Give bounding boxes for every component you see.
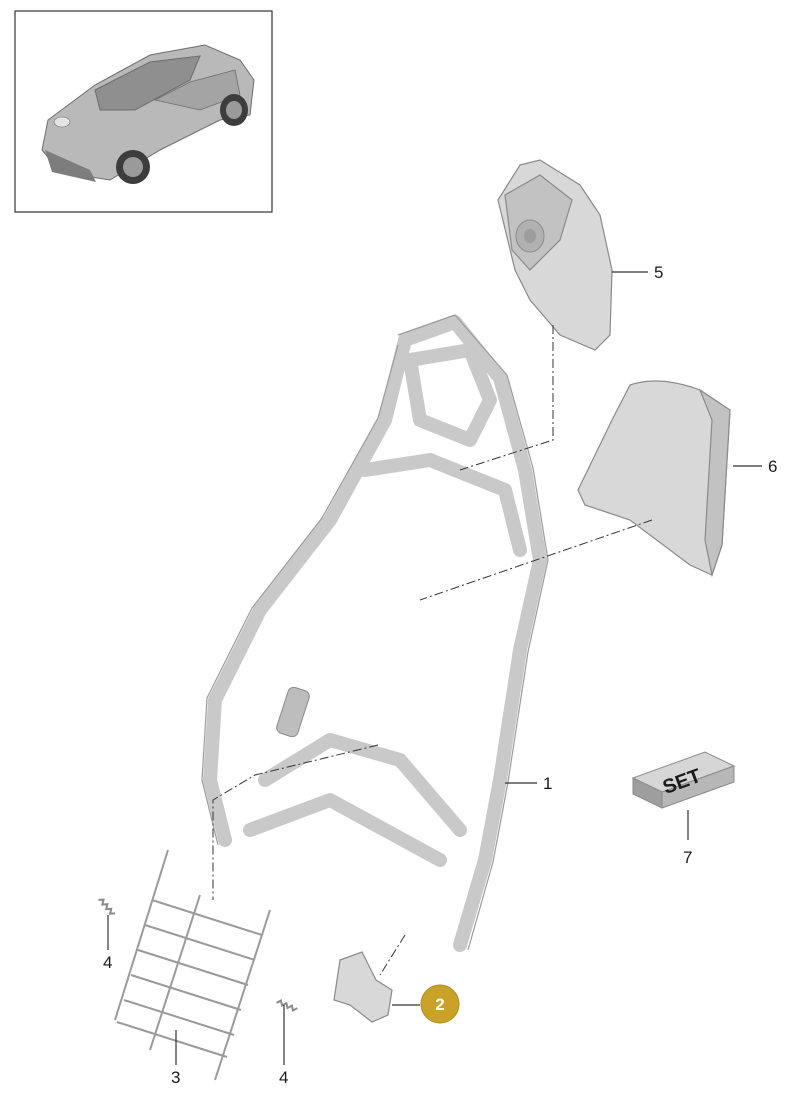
support-mat-part[interactable]: [114, 849, 271, 1081]
callout-1: 1: [543, 774, 552, 793]
bracket-shape: [333, 951, 393, 1023]
seat-frame-part[interactable]: [201, 314, 549, 1023]
callout-6: 6: [768, 457, 777, 476]
spring-left-part[interactable]: [98, 897, 116, 916]
spring-right-part[interactable]: [276, 999, 298, 1013]
leader-lines: [107, 271, 762, 1065]
callout-4-left: 4: [103, 953, 112, 972]
upper-cover-part[interactable]: [497, 159, 613, 351]
vehicle-thumbnail: [14, 10, 273, 213]
car-icon: [41, 44, 255, 184]
set-kit-part[interactable]: SET: [631, 751, 736, 809]
callout-2-badge[interactable]: 2: [420, 984, 460, 1024]
callout-2: 2: [435, 995, 444, 1014]
callout-4-right: 4: [279, 1068, 288, 1087]
callout-7: 7: [683, 848, 692, 867]
callout-3: 3: [171, 1068, 180, 1087]
callout-5: 5: [654, 263, 663, 282]
back-panel-part[interactable]: [577, 380, 731, 578]
assembly-guides: [212, 325, 653, 976]
